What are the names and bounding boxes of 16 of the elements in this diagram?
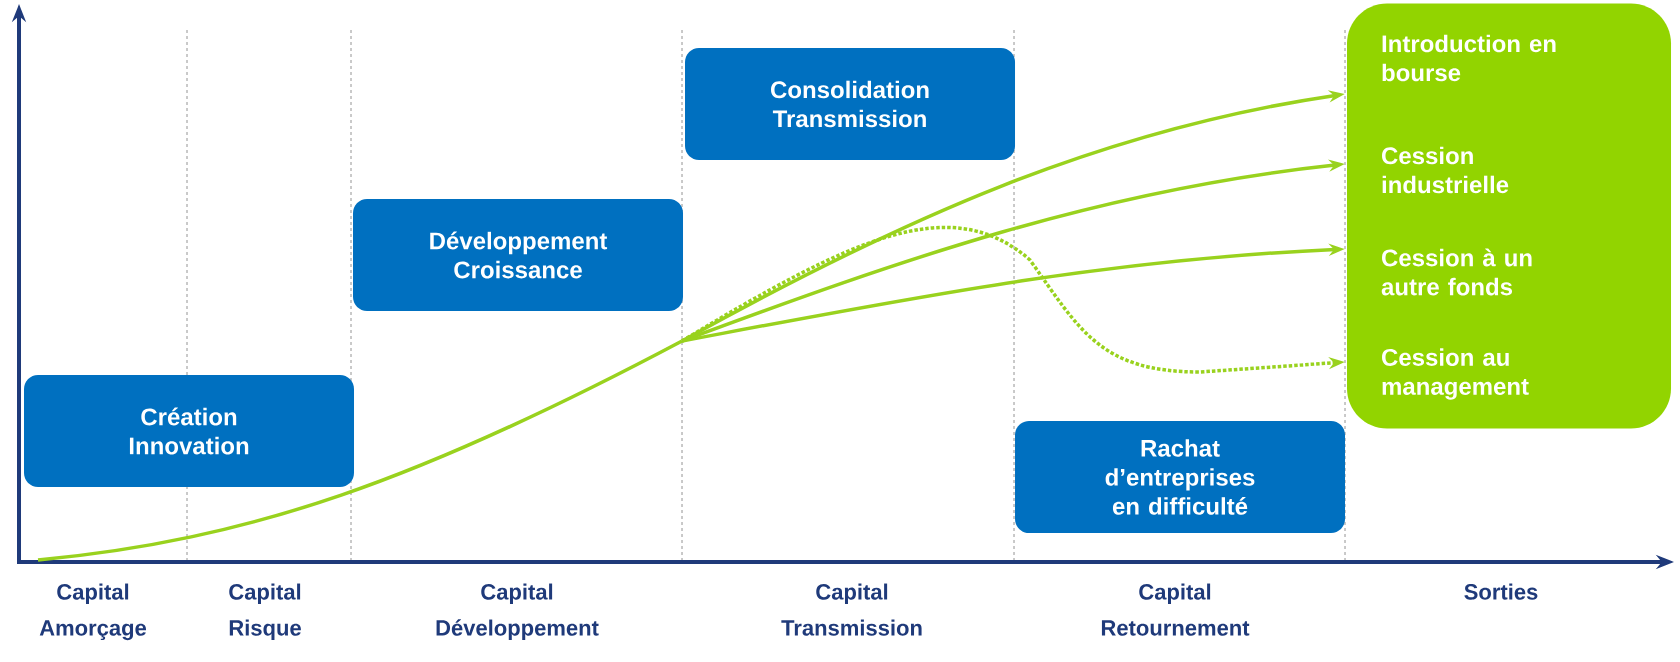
- exit-label: Cession à un autre fonds: [1381, 248, 1532, 296]
- stage-box: Développement Croissance: [353, 199, 683, 311]
- stage-box: Consolidation Transmission: [685, 48, 1015, 160]
- stage-label: Capital Développement: [436, 583, 599, 641]
- stage-box: Rachat d’entreprises en difficulté: [1015, 421, 1345, 533]
- growth-curve: [37, 339, 683, 562]
- stage-label: Sorties: [1464, 583, 1538, 600]
- exit-label: Cession industrielle: [1382, 146, 1509, 194]
- exit-panel: [1347, 3, 1671, 429]
- stage-box: Création Innovation: [24, 375, 354, 487]
- stage-label: Capital Risque: [229, 583, 301, 641]
- stage-label: Capital Transmission: [781, 583, 922, 636]
- exit-label: Cession au management: [1382, 348, 1529, 400]
- exit-label: Introduction en bourse: [1382, 34, 1556, 82]
- stage-label: Capital Amorçage: [39, 583, 147, 641]
- stage-label: Capital Retournement: [1101, 583, 1250, 636]
